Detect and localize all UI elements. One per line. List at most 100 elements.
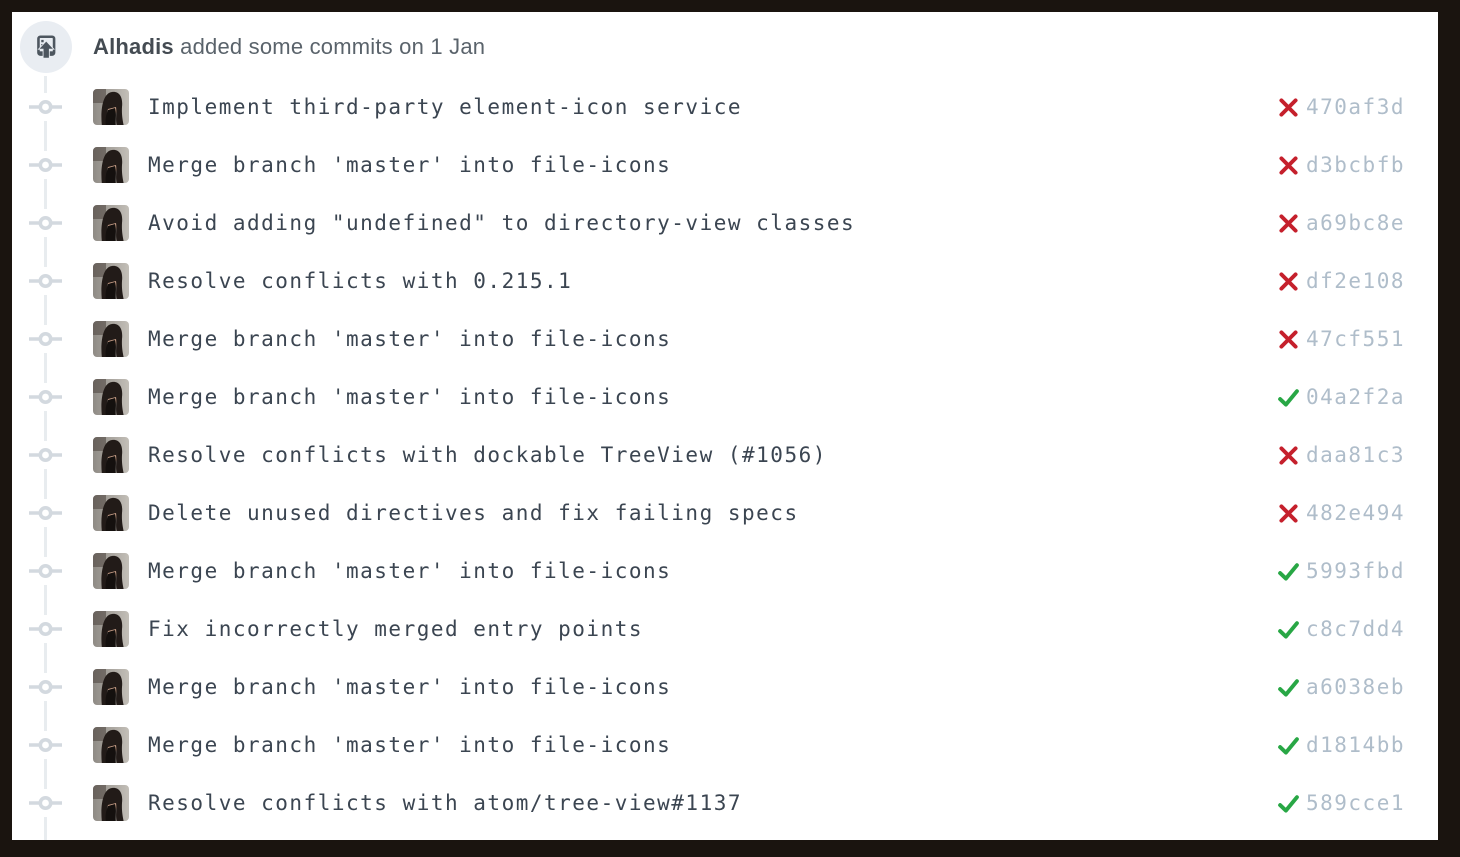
commit-sha-link[interactable]: 47cf551 [1305, 327, 1405, 351]
commit-meta: c8c7dd4 [1278, 617, 1405, 641]
commit-sha-link[interactable]: c8c7dd4 [1305, 617, 1405, 641]
commit-message-link[interactable]: Merge branch 'master' into file-icons [148, 327, 672, 351]
git-commit-icon [26, 731, 64, 759]
commit-message-link[interactable]: Merge branch 'master' into file-icons [148, 559, 672, 583]
timeline-badge [20, 21, 72, 73]
commit-row: Fix incorrectly merged entry points c8c7… [12, 600, 1438, 658]
commit-meta: d3bcbfb [1278, 153, 1405, 177]
check-icon [1278, 736, 1299, 755]
commit-row: Merge branch 'master' into file-icons 04… [12, 368, 1438, 426]
commit-message-link[interactable]: Merge branch 'master' into file-icons [148, 153, 672, 177]
commit-row: Merge branch 'master' into file-icons a6… [12, 658, 1438, 716]
git-commit-icon [26, 383, 64, 411]
git-commit-icon [26, 557, 64, 585]
commit-row: Resolve conflicts with 0.215.1 df2e108 [12, 252, 1438, 310]
git-commit-icon [26, 615, 64, 643]
commit-message-link[interactable]: Resolve conflicts with 0.215.1 [148, 269, 573, 293]
check-icon [1278, 620, 1299, 639]
commit-status-icon[interactable] [1278, 503, 1299, 524]
commit-row: Merge branch 'master' into file-icons 59… [12, 542, 1438, 600]
commit-meta: 47cf551 [1278, 327, 1405, 351]
commit-status-icon[interactable] [1278, 561, 1299, 582]
commit-sha-link[interactable]: 482e494 [1305, 501, 1405, 525]
x-icon [1279, 329, 1298, 349]
commit-status-icon[interactable] [1278, 387, 1299, 408]
commit-status-icon[interactable] [1278, 97, 1299, 118]
commit-sha-link[interactable]: a6038eb [1305, 675, 1405, 699]
commit-sha-link[interactable]: 04a2f2a [1305, 385, 1405, 409]
commit-row: Resolve conflicts with atom/tree-view#11… [12, 774, 1438, 832]
commit-author-avatar[interactable] [93, 669, 129, 705]
git-commit-icon [26, 267, 64, 295]
commit-sha-link[interactable]: df2e108 [1305, 269, 1405, 293]
commit-message-link[interactable]: Resolve conflicts with dockable TreeView… [148, 443, 827, 467]
commit-author-avatar[interactable] [93, 727, 129, 763]
commit-row: Merge branch 'master' into file-icons d1… [12, 716, 1438, 774]
x-icon [1279, 271, 1298, 291]
x-icon [1279, 503, 1298, 523]
commit-meta: 589cce1 [1278, 791, 1405, 815]
commit-message-link[interactable]: Implement third-party element-icon servi… [148, 95, 743, 119]
commits-group-header: Alhadis added some commits on 1 Jan [20, 21, 485, 73]
git-commit-icon [26, 673, 64, 701]
commit-author-avatar[interactable] [93, 437, 129, 473]
commit-message-link[interactable]: Merge branch 'master' into file-icons [148, 675, 672, 699]
git-commit-icon [26, 209, 64, 237]
x-icon [1279, 213, 1298, 233]
commit-message-link[interactable]: Delete unused directives and fix failing… [148, 501, 799, 525]
group-header-action: added some commits on 1 Jan [173, 34, 486, 59]
commit-author-avatar[interactable] [93, 263, 129, 299]
commit-message-link[interactable]: Merge branch 'master' into file-icons [148, 385, 672, 409]
commit-author-avatar[interactable] [93, 205, 129, 241]
commits-timeline-panel: Alhadis added some commits on 1 Jan [12, 12, 1438, 840]
commit-status-icon[interactable] [1278, 271, 1299, 292]
commit-row: Merge branch 'master' into file-icons 47… [12, 310, 1438, 368]
commit-author-avatar[interactable] [93, 785, 129, 821]
commit-sha-link[interactable]: d1814bb [1305, 733, 1405, 757]
commit-status-icon[interactable] [1278, 213, 1299, 234]
commit-author-avatar[interactable] [93, 321, 129, 357]
commit-author-avatar[interactable] [93, 89, 129, 125]
commit-author-avatar[interactable] [93, 147, 129, 183]
commit-sha-link[interactable]: a69bc8e [1305, 211, 1405, 235]
commit-meta: d1814bb [1278, 733, 1405, 757]
commit-sha-link[interactable]: d3bcbfb [1305, 153, 1405, 177]
commit-author-avatar[interactable] [93, 379, 129, 415]
group-header-text: Alhadis added some commits on 1 Jan [93, 34, 485, 60]
commit-message-link[interactable]: Resolve conflicts with atom/tree-view#11… [148, 791, 743, 815]
commit-author-avatar[interactable] [93, 553, 129, 589]
commit-status-icon[interactable] [1278, 619, 1299, 640]
git-commit-icon [26, 499, 64, 527]
commit-message-link[interactable]: Merge branch 'master' into file-icons [148, 733, 672, 757]
commit-row: Implement third-party element-icon servi… [12, 78, 1438, 136]
check-icon [1278, 794, 1299, 813]
commit-status-icon[interactable] [1278, 735, 1299, 756]
commit-message-link[interactable]: Fix incorrectly merged entry points [148, 617, 644, 641]
check-icon [1278, 678, 1299, 697]
commit-meta: a6038eb [1278, 675, 1405, 699]
commit-meta: 470af3d [1278, 95, 1405, 119]
commit-author-avatar[interactable] [93, 611, 129, 647]
commit-sha-link[interactable]: 470af3d [1305, 95, 1405, 119]
x-icon [1279, 97, 1298, 117]
check-icon [1278, 388, 1299, 407]
repo-push-icon [37, 35, 56, 59]
commit-message-link[interactable]: Avoid adding "undefined" to directory-vi… [148, 211, 856, 235]
commit-sha-link[interactable]: 589cce1 [1305, 791, 1405, 815]
commit-status-icon[interactable] [1278, 329, 1299, 350]
commit-status-icon[interactable] [1278, 677, 1299, 698]
git-commit-icon [26, 789, 64, 817]
git-commit-icon [26, 441, 64, 469]
commit-sha-link[interactable]: daa81c3 [1305, 443, 1405, 467]
commit-status-icon[interactable] [1278, 793, 1299, 814]
commit-row: Avoid adding "undefined" to directory-vi… [12, 194, 1438, 252]
commit-status-icon[interactable] [1278, 155, 1299, 176]
commit-row: Resolve conflicts with dockable TreeView… [12, 426, 1438, 484]
commit-status-icon[interactable] [1278, 445, 1299, 466]
git-commit-icon [26, 151, 64, 179]
commit-author-avatar[interactable] [93, 495, 129, 531]
commit-meta: a69bc8e [1278, 211, 1405, 235]
commit-meta: 04a2f2a [1278, 385, 1405, 409]
commit-sha-link[interactable]: 5993fbd [1305, 559, 1405, 583]
commit-meta: 482e494 [1278, 501, 1405, 525]
